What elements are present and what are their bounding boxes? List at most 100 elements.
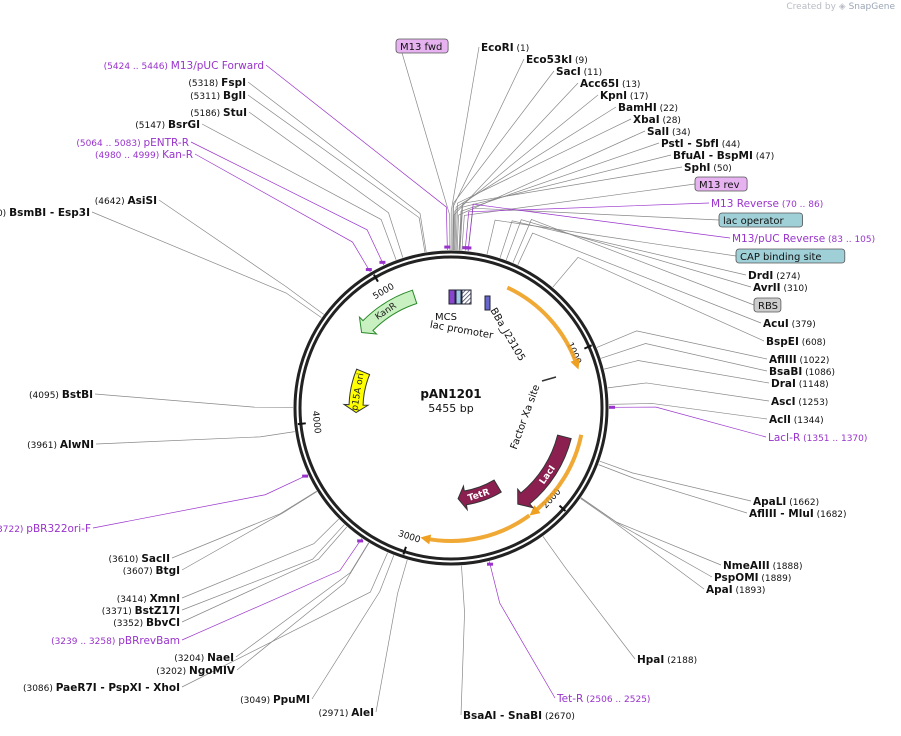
site-kpni[interactable]: KpnI (17): [600, 90, 648, 102]
site-name: AlwNI: [60, 439, 94, 451]
mcs-marker: [448, 289, 456, 305]
site-acui[interactable]: AcuI (379): [763, 318, 816, 330]
site-apali[interactable]: ApaLI (1662): [753, 496, 819, 508]
site-hpai[interactable]: HpaI (2188): [637, 654, 697, 666]
site-tet-r[interactable]: Tet-R (2506 .. 2525): [556, 693, 650, 705]
site-btgi[interactable]: (3607) BtgI: [123, 565, 180, 577]
site-label: (3049) PpuMI: [240, 694, 310, 706]
site-name: BsmBI: [9, 207, 46, 219]
site-leader-line: [542, 536, 636, 660]
site-name: PstI: [661, 138, 684, 150]
site-ppumi[interactable]: (3049) PpuMI: [240, 694, 310, 706]
site-m13-reverse[interactable]: M13 Reverse (70 .. 86): [711, 198, 823, 210]
site-leader-line: [181, 518, 339, 599]
site-lac-operator[interactable]: lac operator: [718, 212, 803, 228]
site-label: M13/pUC Reverse (83 .. 105): [732, 233, 875, 245]
site-leader-line: [92, 474, 308, 529]
site-alei[interactable]: (2971) AleI: [318, 707, 374, 719]
site-name: SacII: [141, 553, 170, 565]
site-m13-rev[interactable]: M13 rev: [694, 176, 748, 192]
site-coord: (1148): [796, 380, 829, 390]
site-leader-line: [181, 552, 388, 688]
site-bamhi[interactable]: BamHI (22): [618, 102, 678, 114]
site-sacii[interactable]: (3610) SacII: [109, 553, 170, 565]
site-eco53ki[interactable]: Eco53kI (9): [526, 54, 588, 66]
site-leader-line: [460, 565, 465, 716]
site-bsaai[interactable]: BsaAI - SnaBI (2670): [463, 710, 575, 722]
site-stui[interactable]: (5186) StuI: [190, 107, 247, 119]
backbone-outer-strand: [293, 250, 609, 566]
site-kan-r[interactable]: (4980 .. 4999) Kan-R: [95, 149, 193, 161]
site-name: NgoMIV: [189, 665, 236, 677]
site-fspi[interactable]: (5318) FspI: [188, 77, 246, 89]
site-pentr-r[interactable]: (5064 .. 5083) pENTR-R: [76, 137, 189, 149]
site-naei[interactable]: (3204) NaeI: [174, 652, 234, 664]
site-paer7i[interactable]: (3086) PaeR7I - PspXI - XhoI: [23, 682, 180, 694]
site-saci[interactable]: SacI (11): [556, 66, 602, 78]
site-label: SalI (34): [647, 126, 691, 138]
site-ecori[interactable]: EcoRI (1): [481, 42, 529, 54]
site-coord: (22): [657, 104, 678, 114]
site-leader-line: [190, 141, 385, 266]
site-m13-puc-forward[interactable]: (5424 .. 5446) M13/pUC Forward: [104, 60, 264, 72]
site-laci-r[interactable]: LacI-R (1351 .. 1370): [768, 432, 867, 444]
site-alwni[interactable]: (3961) AlwNI: [27, 439, 94, 451]
site-coord: (1086): [802, 368, 835, 378]
site-bgli[interactable]: (5311) BglI: [190, 90, 246, 102]
site-coord: (5064 .. 5083): [76, 139, 143, 149]
site-cap-binding-site[interactable]: CAP binding site: [735, 248, 846, 264]
site-xmni[interactable]: (3414) XmnI: [117, 593, 180, 605]
site-leader-line: [248, 111, 404, 258]
factor-xa-label: Factor Xa site: [509, 383, 543, 451]
site-rbs[interactable]: RBS: [753, 297, 782, 313]
feature-kanr: [358, 289, 418, 335]
site-leader-line: [459, 154, 672, 251]
site-apai[interactable]: ApaI (1893): [706, 584, 765, 596]
site-acc65i[interactable]: Acc65I (13): [580, 78, 640, 90]
site-asci[interactable]: AscI (1253): [771, 396, 828, 408]
site-name: LacI-R: [768, 432, 800, 444]
tick-label: 4000: [310, 410, 322, 434]
site-drai[interactable]: DraI (1148): [771, 378, 829, 390]
site-coord: (3202): [156, 667, 189, 677]
site-m13-puc-reverse[interactable]: M13/pUC Reverse (83 .. 105): [732, 233, 875, 245]
site-sali[interactable]: SalI (34): [647, 126, 691, 138]
site-bsmbi[interactable]: (4620) BsmBI - Esp3I: [0, 207, 90, 219]
site-acli[interactable]: AclI (1344): [769, 414, 824, 426]
site-coord: (1): [514, 44, 530, 54]
site-leader-line: [607, 382, 770, 402]
site-bstz17i[interactable]: (3371) BstZ17I: [102, 605, 180, 617]
site-bspei[interactable]: BspEI (608): [766, 336, 826, 348]
tick-mark: [583, 344, 593, 350]
site-coord: (5147): [135, 121, 168, 131]
tick-mark: [402, 546, 407, 555]
site-bbvci[interactable]: (3352) BbvCI: [113, 617, 180, 629]
site-drdi[interactable]: DrdI (274): [748, 270, 800, 282]
site-leader-line: [608, 403, 768, 420]
feature-label-box: [694, 176, 748, 192]
site-ngomiv[interactable]: (3202) NgoMIV: [156, 665, 236, 677]
site-avrii[interactable]: AvrII (310): [753, 282, 808, 294]
site-pbr322ori-f[interactable]: (3703 .. 3722) pBR322ori-F: [0, 523, 91, 535]
site-nmeaiii[interactable]: NmeAIII (1888): [723, 560, 803, 572]
site-leader-line: [450, 46, 480, 251]
site-name: HpaI: [637, 654, 664, 666]
site-sphi[interactable]: SphI (50): [684, 162, 732, 174]
site-bstbi[interactable]: (4095) BstBI: [29, 389, 93, 401]
site-leader-line: [181, 526, 348, 623]
backbone-inner-strand: [298, 255, 604, 561]
site-label: (5064 .. 5083) pENTR-R: [76, 137, 189, 149]
site-xbai[interactable]: XbaI (28): [633, 114, 681, 126]
site-afliii[interactable]: AflIII (1022): [769, 354, 829, 366]
site-asisi[interactable]: (4642) AsiSI: [95, 195, 157, 207]
site-bsabi[interactable]: BsaBI (1086): [769, 366, 835, 378]
site-afliii[interactable]: AflIII - MluI (1682): [749, 508, 847, 520]
site-pspomi[interactable]: PspOMI (1889): [714, 572, 791, 584]
site-name: FspI: [221, 77, 246, 89]
site-bfuai[interactable]: BfuAI - BspMI (47): [673, 150, 774, 162]
site-m13-fwd[interactable]: M13 fwd: [395, 38, 449, 54]
site-bsrgi[interactable]: (5147) BsrGI: [135, 119, 200, 131]
site-psti[interactable]: PstI - SbfI (44): [661, 138, 740, 150]
site-pbrrevbam[interactable]: (3239 .. 3258) pBRrevBam: [51, 635, 180, 647]
factor-xa-marker: [541, 376, 557, 382]
